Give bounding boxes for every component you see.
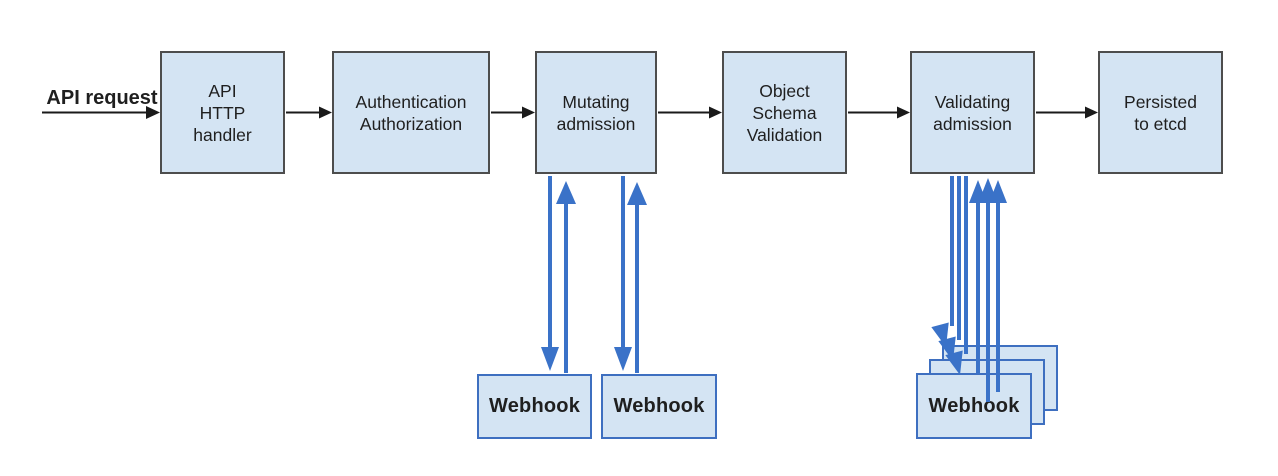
node-object-schema-validation: Object Schema Validation [722,51,847,174]
arrow-webhook2-to-mutating [627,182,647,373]
mutating-webhook-2-label: Webhook [613,395,705,417]
node-authentication-authorization: Authentication Authorization [332,51,490,174]
node-api-http-handler-label: API HTTP handler [193,80,252,145]
arrow-schema-to-validating [848,106,910,119]
mutating-webhook-1-label: Webhook [488,395,581,417]
node-validating-admission-label: Validating admission [933,91,1012,134]
arrow-auth-to-mutating [491,106,535,119]
arrow-validating-to-webhook-middle [938,176,961,361]
node-persisted-to-etcd-label: Persisted to etcd [1124,91,1197,134]
mutating-webhook-2: Webhook [601,374,717,439]
node-api-http-handler: API HTTP handler [160,51,285,174]
validating-webhook-front-label: Webhook [928,394,1020,417]
validating-webhook-front: Webhook [916,373,1032,439]
node-validating-admission: Validating admission [910,51,1035,174]
arrow-mutating-to-webhook2 [614,176,632,371]
arrow-mutating-to-schema [658,106,722,119]
arrow-validating-to-webhook-back [931,176,954,347]
arrow-mutating-to-webhook1 [541,176,559,371]
node-persisted-to-etcd: Persisted to etcd [1098,51,1223,174]
api-request-label: API request [46,87,158,109]
node-authentication-authorization-label: Authentication Authorization [355,91,467,134]
arrow-handler-to-auth [286,106,332,119]
arrow-webhook1-to-mutating [556,181,576,373]
node-mutating-admission-label: Mutating admission [556,91,636,134]
node-mutating-admission: Mutating admission [535,51,657,174]
arrow-validating-to-etcd [1036,106,1098,119]
node-object-schema-validation-label: Object Schema Validation [746,80,823,145]
mutating-webhook-1: Webhook [477,374,592,439]
